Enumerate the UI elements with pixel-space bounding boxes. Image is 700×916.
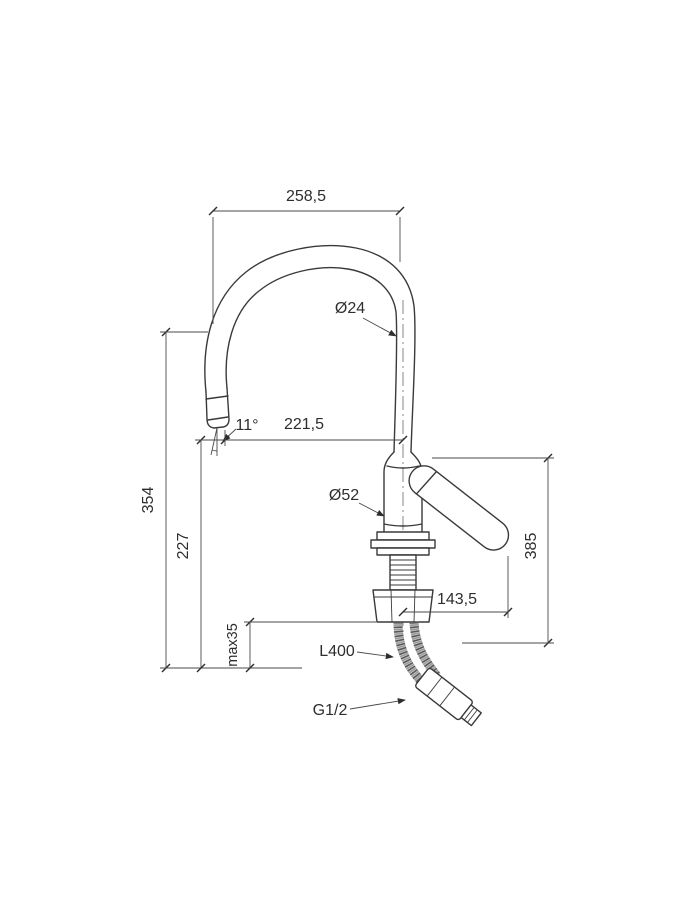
dim-height-right-label: 385 [523, 533, 540, 560]
dim-outlet-height-label: 227 [175, 533, 192, 560]
dim-handle-reach-label: 143,5 [437, 591, 477, 608]
mounting-nut [372, 589, 434, 623]
dim-height-left-label: 354 [140, 487, 157, 514]
dimension-hose-length: L400 [319, 643, 394, 660]
dimension-thread: G1/2 [313, 698, 406, 719]
dimension-outlet-height: 227 [175, 435, 206, 673]
dim-spout-reach-label: 221,5 [284, 416, 324, 433]
dimension-height-left: 354 [140, 327, 302, 673]
dimension-spout-reach: 221,5 [195, 416, 408, 446]
dimension-handle-reach: 143,5 [398, 556, 513, 618]
dimension-body-diameter: Ø52 [329, 487, 385, 517]
faucet-spout [204, 245, 416, 453]
dim-depth-label: 258,5 [286, 188, 326, 205]
tip-angle-indicator [210, 427, 237, 456]
spout-tip [205, 387, 230, 429]
dim-thread-label: G1/2 [313, 702, 348, 719]
dimension-depth: 258,5 [208, 188, 405, 324]
dim-max-deck-thickness-label: max35 [225, 623, 241, 667]
dimension-max-deck-thickness: max35 [225, 617, 376, 673]
dim-hose-length-label: L400 [319, 643, 355, 660]
hose-connector [415, 667, 482, 727]
threaded-shank [389, 554, 417, 591]
faucet-handle [408, 465, 510, 551]
dimension-height-right: 385 [432, 453, 554, 648]
dim-outlet-angle-label: 11° [235, 417, 258, 434]
base-rings [370, 531, 436, 556]
dimension-spout-diameter: Ø24 [335, 300, 397, 337]
dim-spout-diameter-label: Ø24 [335, 300, 365, 317]
dim-body-diameter-label: Ø52 [329, 487, 359, 504]
